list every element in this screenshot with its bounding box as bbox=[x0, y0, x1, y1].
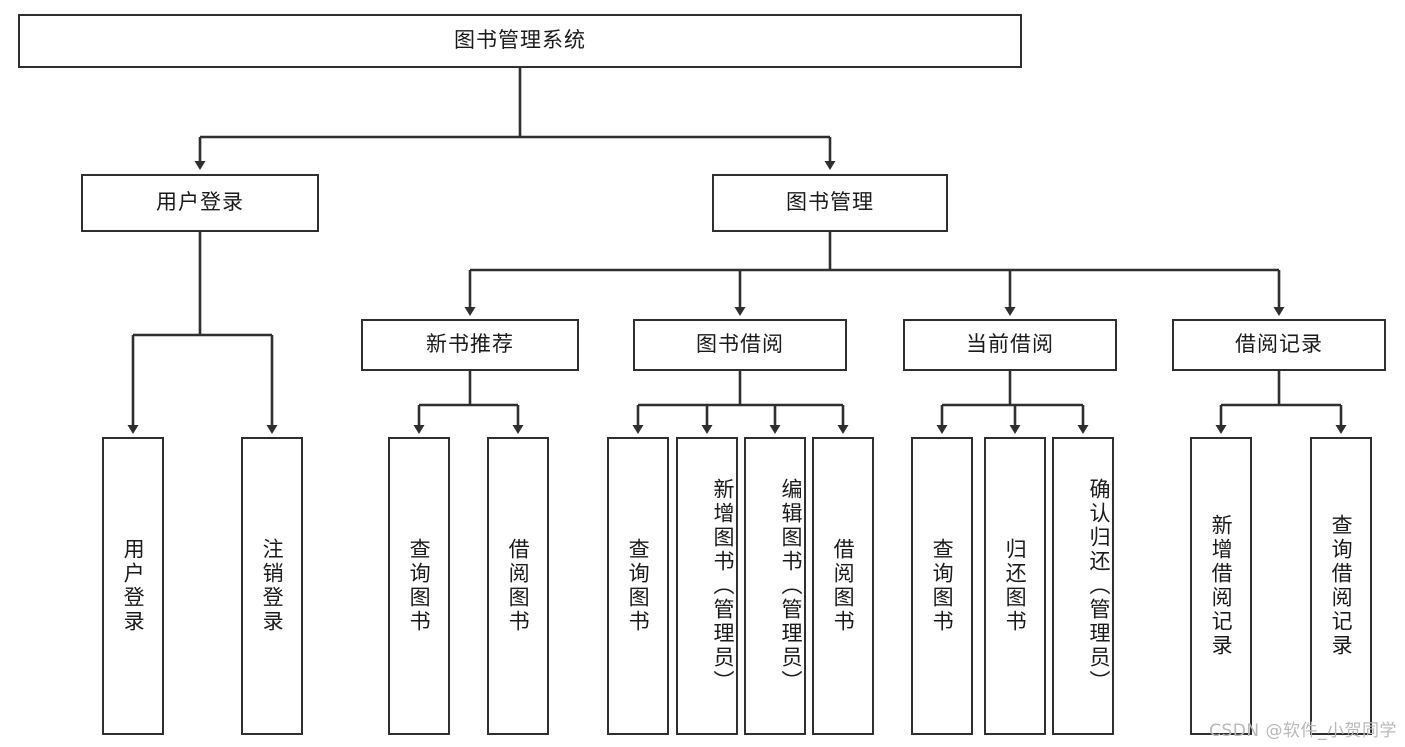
node-root-system[interactable]: 图书管理系统 bbox=[18, 14, 1022, 68]
leaf-confirm-return-admin[interactable]: 确认归还（管理员） bbox=[1052, 437, 1114, 735]
node-borrow-record[interactable]: 借阅记录 bbox=[1172, 319, 1386, 371]
node-book-borrow[interactable]: 图书借阅 bbox=[633, 319, 847, 371]
leaf-return-book[interactable]: 归还图书 bbox=[984, 437, 1046, 735]
node-current-borrow[interactable]: 当前借阅 bbox=[903, 319, 1117, 371]
leaf-add-book-admin[interactable]: 新增图书（管理员） bbox=[676, 437, 738, 735]
leaf-user-logout[interactable]: 注销登录 bbox=[241, 437, 303, 735]
node-new-book-recommend[interactable]: 新书推荐 bbox=[361, 319, 579, 371]
node-user-login[interactable]: 用户登录 bbox=[81, 174, 319, 232]
node-book-management[interactable]: 图书管理 bbox=[712, 174, 948, 232]
leaf-query-book-recommend[interactable]: 查询图书 bbox=[388, 437, 450, 735]
leaf-query-book-borrow[interactable]: 查询图书 bbox=[607, 437, 669, 735]
leaf-query-borrow-record[interactable]: 查询借阅记录 bbox=[1310, 437, 1372, 735]
leaf-borrow-book-recommend[interactable]: 借阅图书 bbox=[487, 437, 549, 735]
leaf-add-borrow-record[interactable]: 新增借阅记录 bbox=[1190, 437, 1252, 735]
leaf-query-book-current[interactable]: 查询图书 bbox=[911, 437, 973, 735]
leaf-edit-book-admin[interactable]: 编辑图书（管理员） bbox=[744, 437, 806, 735]
leaf-borrow-book[interactable]: 借阅图书 bbox=[812, 437, 874, 735]
csdn-watermark: CSDN @软件_小贺同学 bbox=[1209, 721, 1397, 741]
leaf-user-login[interactable]: 用户登录 bbox=[102, 437, 164, 735]
